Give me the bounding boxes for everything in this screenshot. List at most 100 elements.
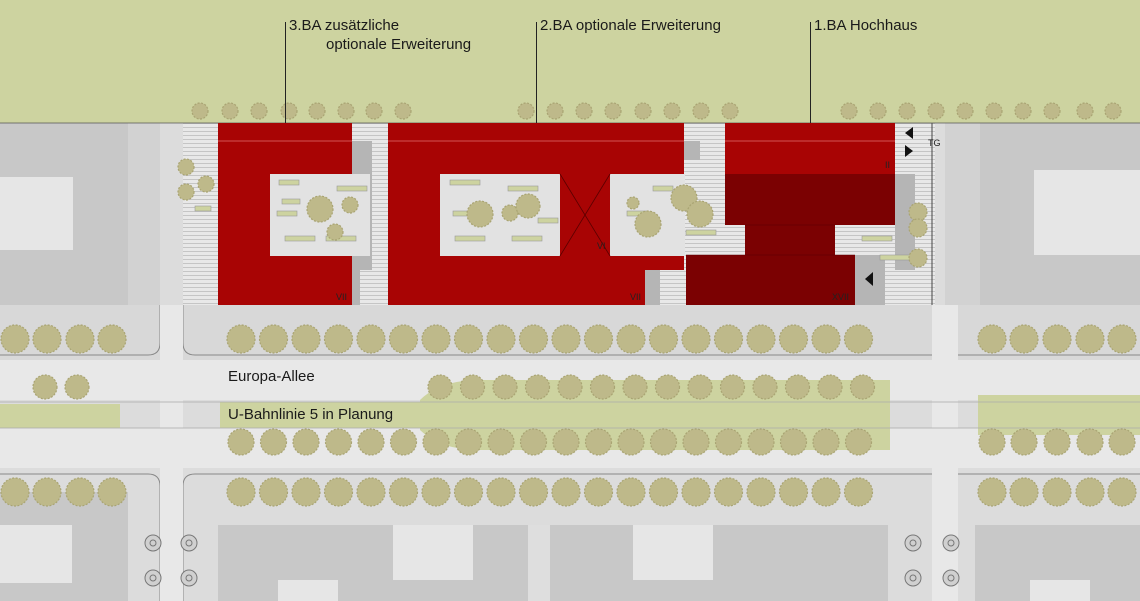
tree-icon [746, 477, 776, 507]
tree-icon [779, 428, 808, 456]
building-ba2 [388, 123, 684, 305]
floor-label-tower: XVII [832, 292, 850, 302]
tree-icon [616, 477, 646, 507]
tree-icon [197, 175, 215, 193]
tree-icon [811, 324, 841, 354]
tree-icon [487, 428, 515, 456]
tree-icon [977, 477, 1007, 507]
tree-icon [812, 428, 840, 456]
tree-icon [64, 374, 90, 400]
tree-icon [323, 324, 354, 354]
tree-icon [291, 477, 321, 507]
tree-icon [226, 324, 256, 354]
tree-icon [421, 324, 451, 354]
tree-icon [517, 102, 535, 120]
tree-icon [1043, 428, 1071, 456]
tree-icon [575, 102, 593, 120]
building-ba1-tower-upper [725, 174, 895, 225]
building-ba1-tower-mid [745, 225, 835, 255]
tree-icon [908, 218, 928, 238]
tree-icon [654, 374, 681, 400]
tree-icon [956, 102, 974, 120]
tree-icon [1076, 102, 1094, 120]
building-ba3 [218, 123, 352, 305]
tree-icon [258, 477, 289, 507]
neighbor-block-southeast [975, 525, 1140, 601]
tree-icon [551, 477, 581, 507]
tree-icon [421, 477, 451, 507]
tree-icon [649, 428, 678, 456]
tree-icon [356, 324, 386, 354]
tree-icon [1107, 324, 1137, 354]
tree-icon [817, 374, 843, 400]
tree-icon [1009, 477, 1039, 507]
tree-icon [308, 102, 326, 120]
tree-icon [454, 428, 483, 456]
tree-icon [221, 102, 239, 120]
tree-icon [589, 374, 616, 400]
tree-icon [849, 374, 876, 400]
tree-icon [65, 324, 95, 354]
tree-icon [227, 428, 255, 456]
tree-icon [97, 324, 127, 354]
tree-icon [280, 102, 298, 120]
tree-icon [692, 102, 710, 120]
tree-icon [686, 200, 714, 228]
tree-icon [177, 158, 195, 176]
tree-icon [1075, 324, 1105, 354]
courtyard-trees [177, 158, 928, 268]
tree-icon [927, 102, 945, 120]
tree-icon [840, 102, 858, 120]
neighbor-block-southwest [0, 492, 128, 601]
neighbor-block-west [0, 123, 160, 305]
tree-icon [843, 324, 874, 354]
tree-icon [466, 200, 494, 228]
tree-icon [584, 428, 613, 456]
tree-icon [681, 324, 711, 354]
tree-icon [486, 477, 516, 507]
tree-icon [259, 428, 288, 456]
tree-icon [977, 324, 1007, 354]
tree-icon [306, 195, 334, 223]
tree-icon [552, 428, 580, 456]
tree-icon [778, 477, 809, 507]
garage-entrance-arrows [865, 127, 913, 286]
tree-icon [388, 477, 419, 507]
leader-line-ba3 [285, 22, 286, 123]
label-ubahn: U-Bahnlinie 5 in Planung [228, 406, 394, 423]
tree-icon [365, 102, 383, 120]
tree-icon [519, 428, 548, 456]
leader-line-ba2 [536, 22, 537, 123]
tree-icon [0, 477, 30, 507]
tree-icon [453, 477, 484, 507]
tree-icon [557, 374, 583, 400]
tree-icon [714, 428, 743, 456]
tree-icon [626, 196, 640, 210]
label-ba3-line1: 3.BA zusätzliche [289, 17, 400, 34]
tree-icon [583, 477, 614, 507]
tree-icon [908, 202, 928, 222]
tree-icon [778, 324, 809, 354]
tree-icon [292, 428, 320, 456]
tree-icon [97, 477, 127, 507]
tree-icon [546, 102, 564, 120]
tree-icon [648, 477, 679, 507]
tree-icon [551, 324, 581, 354]
tree-icon [501, 204, 519, 222]
tree-icon [747, 428, 775, 456]
tree-icon [32, 374, 58, 400]
neighbor-block-east [945, 123, 1140, 305]
floor-label-west: VII [336, 292, 348, 302]
tree-grate-symbols [144, 534, 960, 587]
tree-icon [811, 477, 841, 507]
label-ba2: 2.BA optionale Erweiterung [540, 17, 721, 34]
street-tree-rows [0, 324, 1137, 507]
tree-icon [459, 374, 486, 400]
ubahn-median [220, 402, 890, 428]
tree-icon [617, 428, 645, 456]
floor-label-east-low: II [885, 160, 891, 170]
tree-icon [634, 210, 662, 238]
tree-icon [518, 324, 549, 354]
tree-icon [524, 374, 551, 400]
tree-icon [337, 102, 355, 120]
